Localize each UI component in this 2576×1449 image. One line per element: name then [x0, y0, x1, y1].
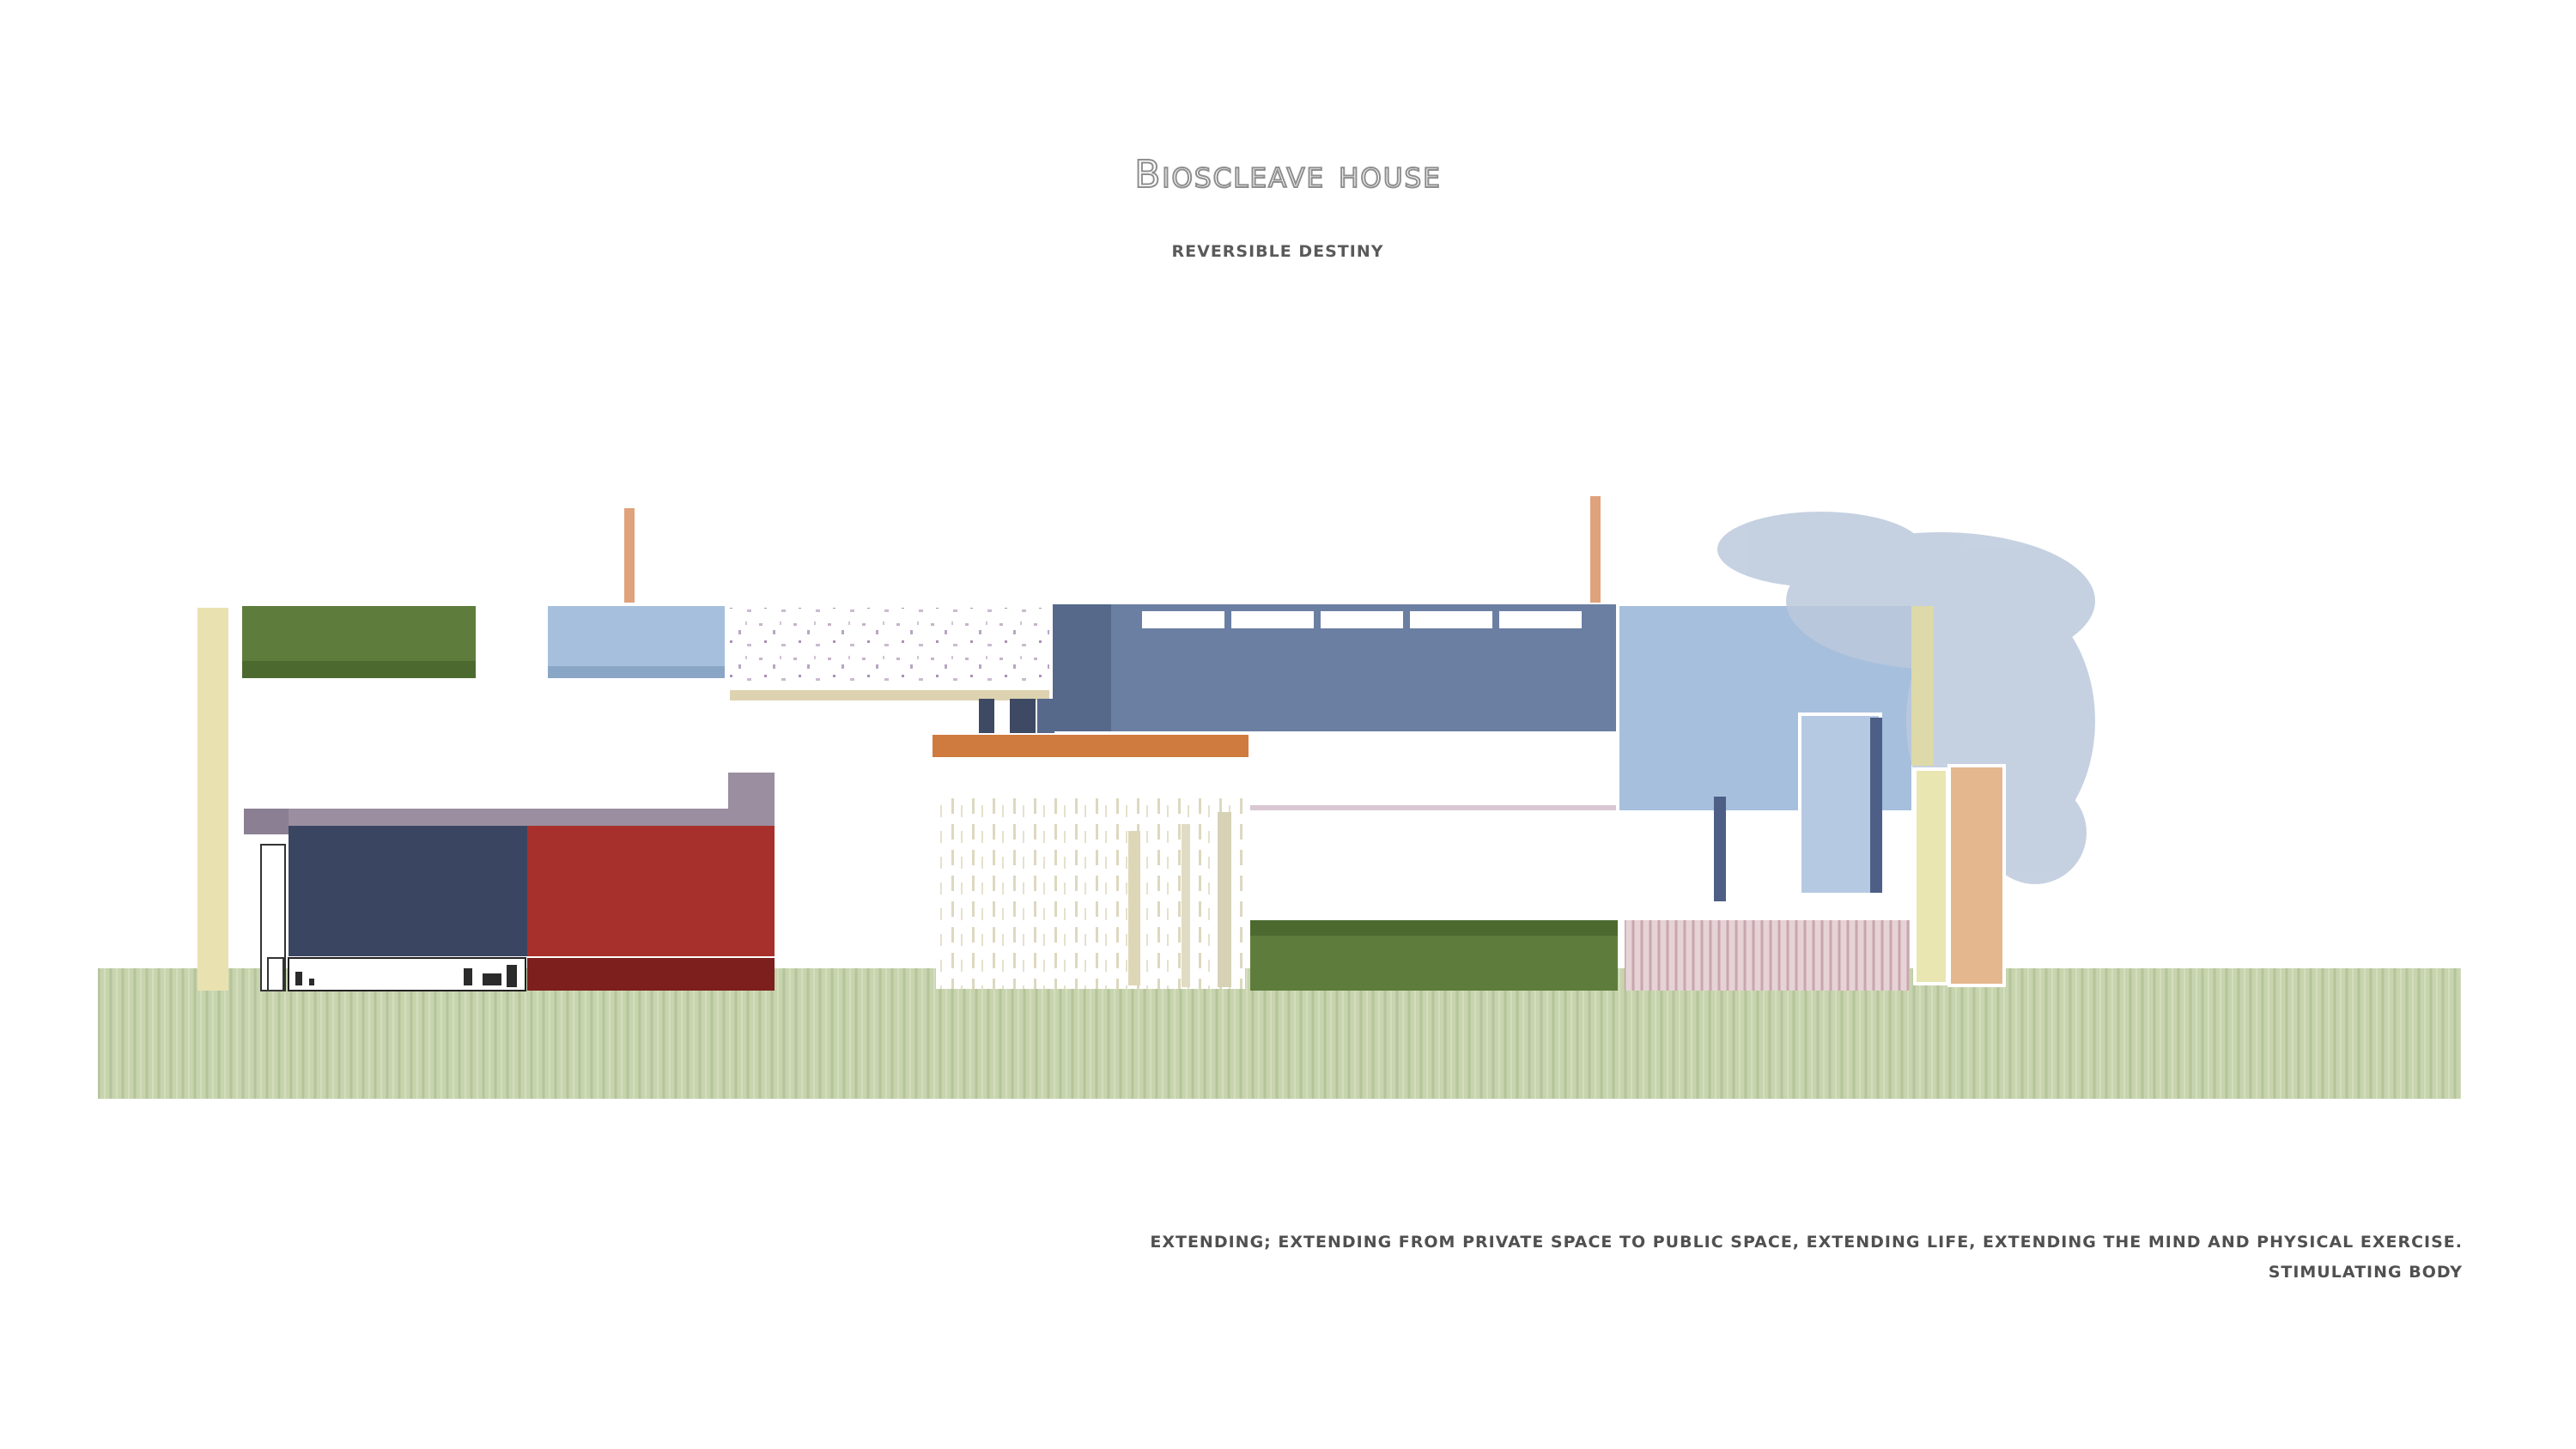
peach-column	[1947, 764, 2006, 987]
page-title: Bioscleave house	[1133, 152, 1442, 197]
chimney-left	[624, 508, 635, 603]
streaked-zone	[936, 795, 1245, 989]
foliage-cloud	[1717, 512, 2095, 884]
caption-line-2: STIMULATING BODY	[2268, 1263, 2463, 1282]
yellow-column-right	[1911, 606, 1934, 766]
red-panel	[527, 826, 775, 956]
chimney-right	[1590, 496, 1601, 603]
page-subtitle: REVERSIBLE DESTINY	[1171, 242, 1384, 261]
striped-base	[1625, 920, 1910, 991]
clerestory-windows	[1142, 611, 1582, 628]
orange-beam	[933, 735, 1249, 757]
left-column	[197, 608, 228, 991]
caption-line-1: EXTENDING; EXTENDING FROM PRIVATE SPACE …	[1150, 1233, 2463, 1252]
speckled-panel	[730, 608, 1049, 694]
navy-panel	[289, 826, 527, 956]
